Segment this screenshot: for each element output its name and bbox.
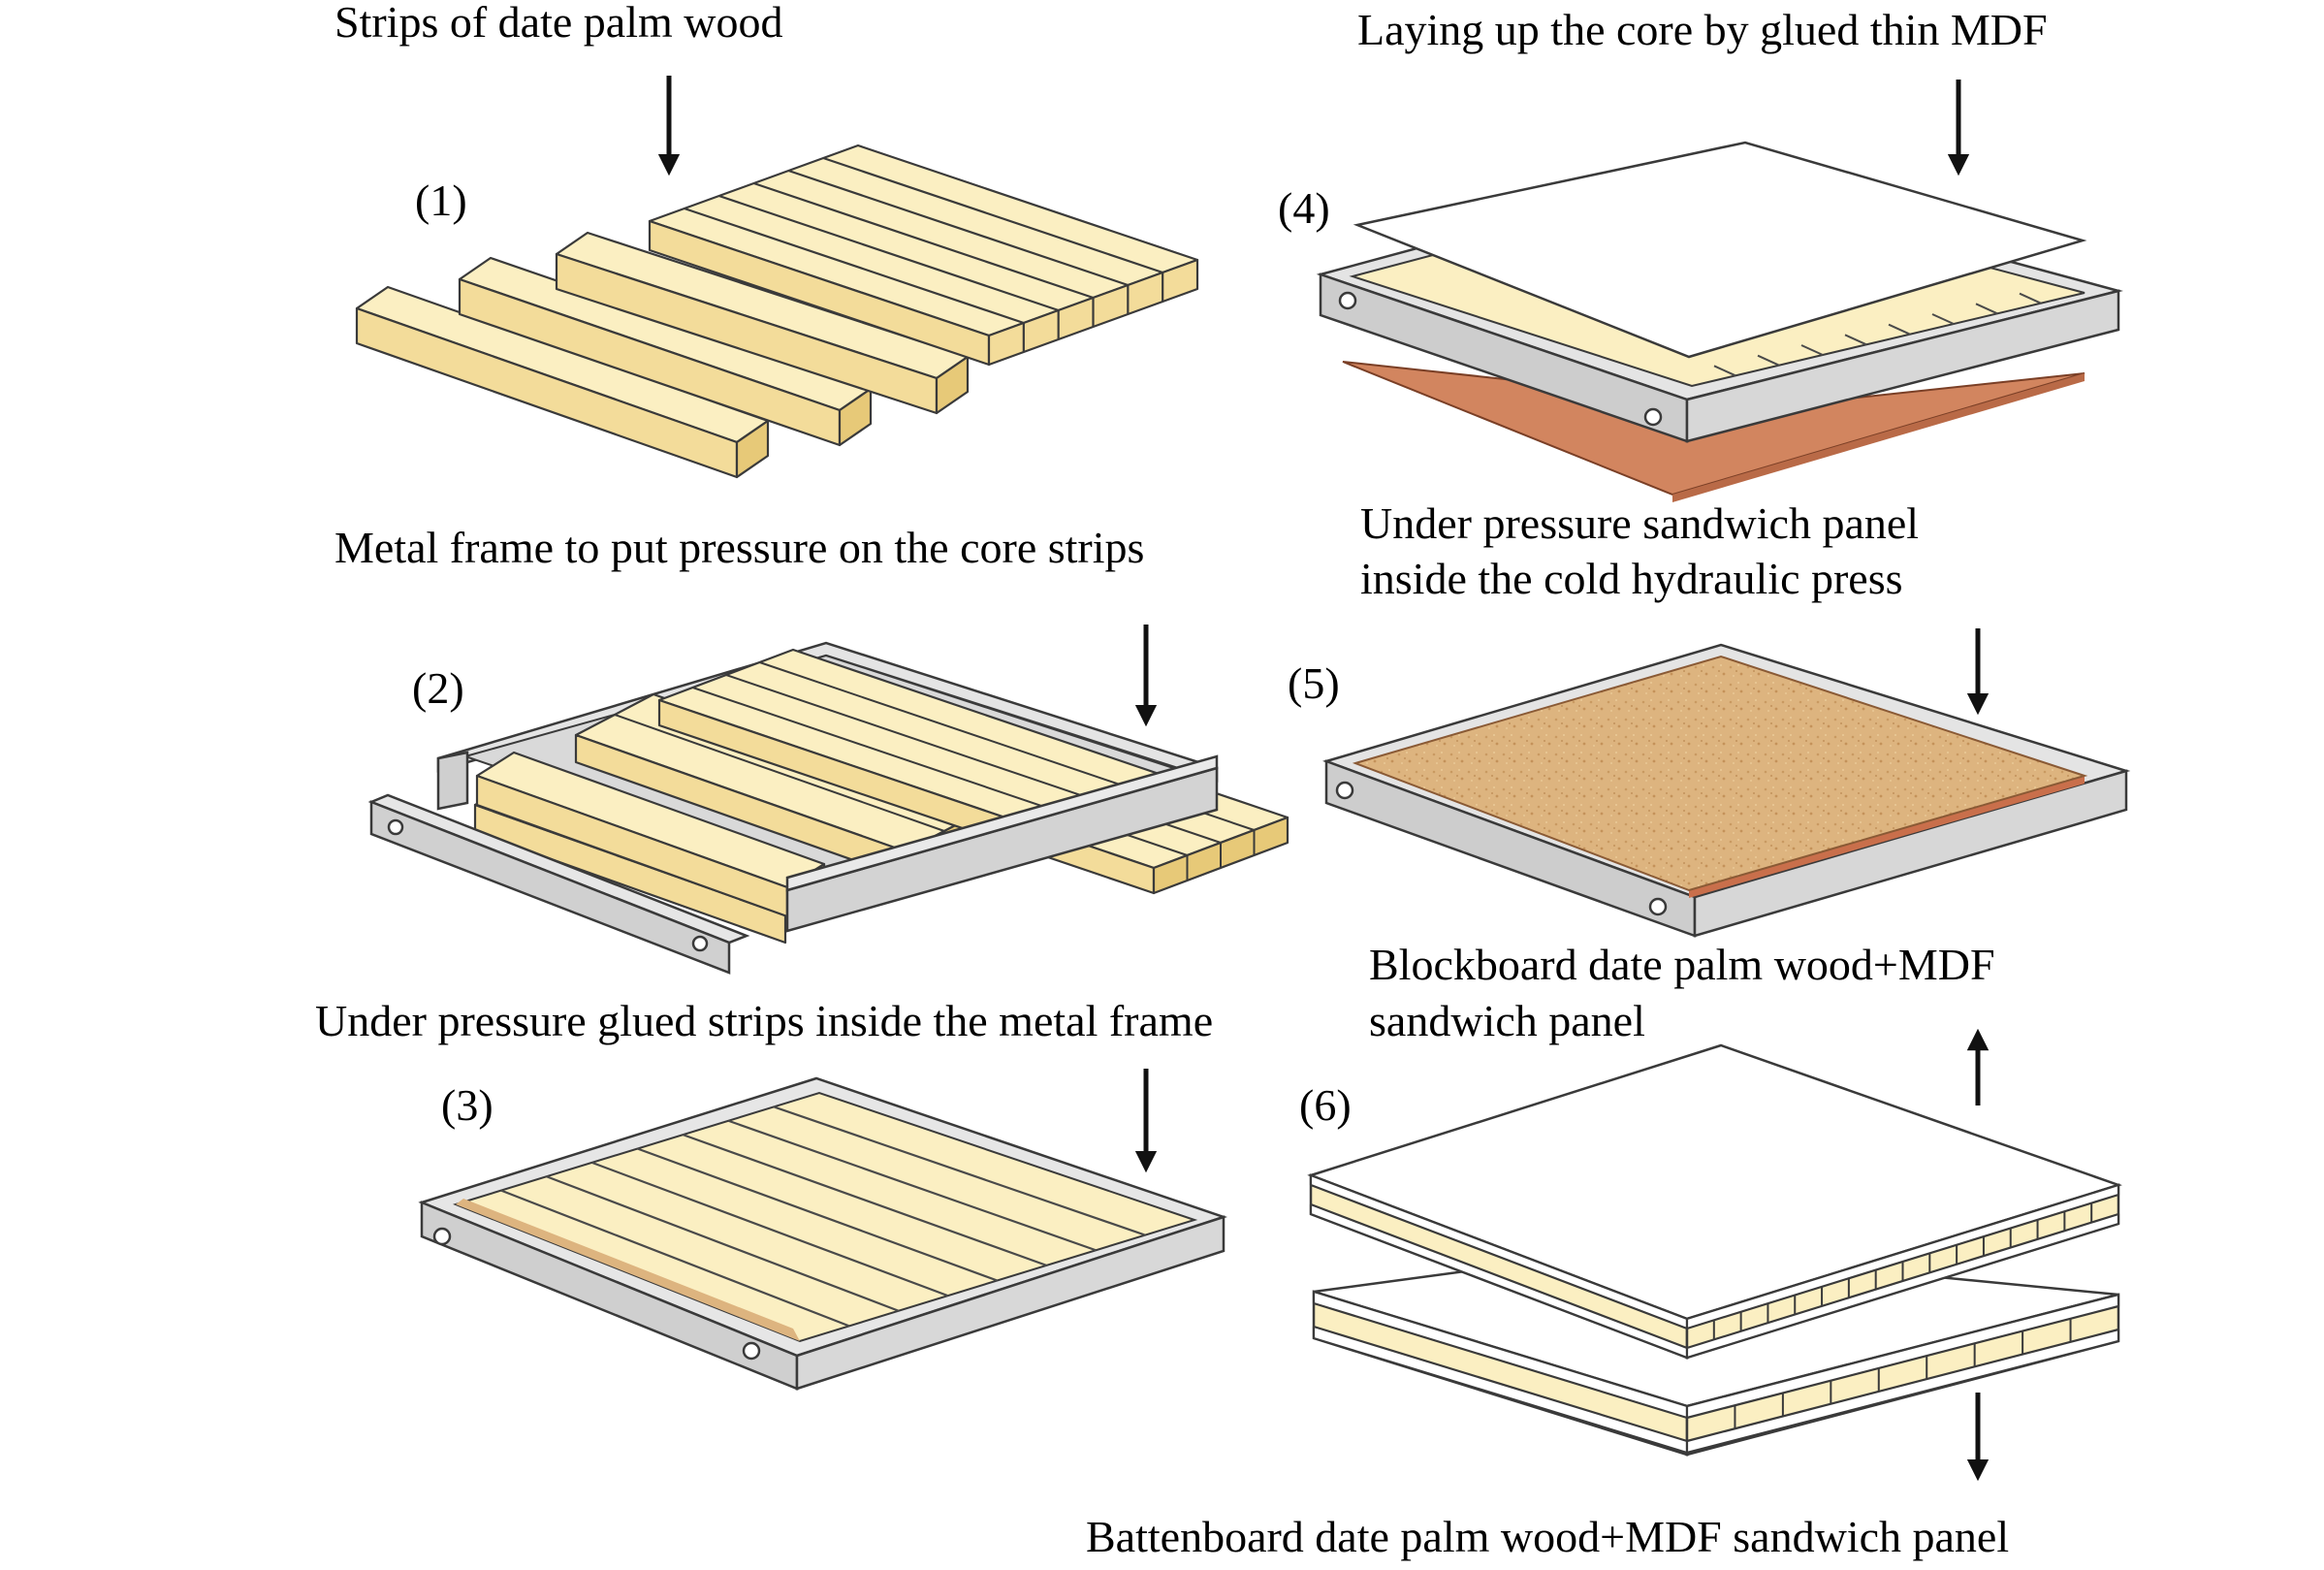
strip-seam [1713, 365, 1736, 377]
strip-seam [1888, 323, 1911, 336]
mdf-skin-bottom [1685, 1212, 2120, 1360]
strip-seam [683, 1134, 1047, 1266]
mdf-skin-top [1685, 1293, 2120, 1420]
wood-strip-end [735, 419, 770, 479]
step3-caption: Under pressure glued strips inside the m… [315, 996, 1213, 1045]
step2-frame [367, 641, 1289, 975]
step4-number: (4) [1278, 183, 1330, 233]
step6-caption-line1: Blockboard date palm wood+MDF [1369, 940, 1995, 989]
step4-layup [1316, 141, 2123, 502]
step6-sandwich-panels [1307, 1043, 2122, 1457]
mdf-skin-top [1685, 1183, 2120, 1330]
step2-caption: Metal frame to put pressure on the core … [334, 523, 1144, 572]
strip-seam [684, 207, 1025, 325]
strip-seam [773, 1105, 1146, 1236]
strip-seam [1757, 354, 1780, 367]
strip-seam [1844, 334, 1867, 346]
final-caption: Battenboard date palm wood+MDF sandwich … [1086, 1512, 2009, 1561]
strip-seam [614, 714, 945, 832]
step6-number: (6) [1299, 1080, 1352, 1130]
strip-seam [637, 1147, 998, 1282]
step1-strips [355, 144, 1199, 479]
strip-seam [1975, 303, 1998, 315]
step3-framed-core [418, 1076, 1227, 1391]
step1-number: (1) [415, 176, 467, 225]
strip-seam [500, 1189, 850, 1328]
strip-seam [1800, 344, 1824, 356]
step6-caption-line2: sandwich panel [1369, 996, 1645, 1045]
step5-pressed-panel [1322, 643, 2131, 938]
wood-strip-end [838, 387, 873, 447]
step3-number: (3) [441, 1080, 493, 1130]
strip-seam [2019, 292, 2042, 304]
strip-seam [787, 169, 1129, 287]
step2-number: (2) [412, 663, 464, 713]
strip-seam [822, 156, 1163, 274]
wood-strip-end [935, 355, 970, 415]
strip-seam [753, 181, 1094, 300]
strip-seam [546, 1175, 900, 1312]
step5-caption-line2: inside the cold hydraulic press [1360, 554, 1903, 603]
strip-seam [1931, 313, 1955, 325]
step5-caption-line1: Under pressure sandwich panel [1360, 498, 1919, 548]
step5-number: (5) [1288, 658, 1340, 708]
strip-seam [591, 1161, 949, 1298]
step4-caption: Laying up the core by glued thin MDF [1357, 5, 2048, 54]
step1-caption: Strips of date palm wood [334, 0, 783, 47]
strip-seam [727, 1119, 1097, 1252]
strip-seam [718, 194, 1060, 312]
